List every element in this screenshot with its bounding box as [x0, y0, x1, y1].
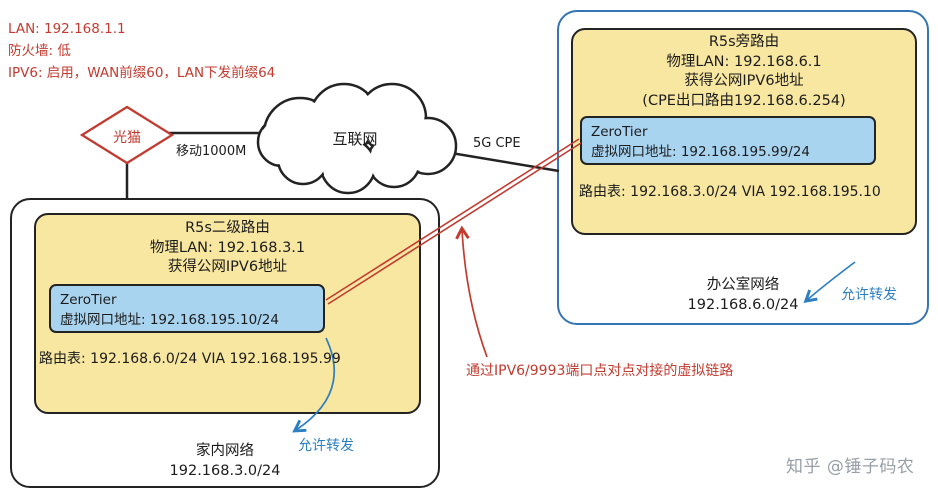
virtual-link-pointer-arrow: [455, 225, 488, 358]
home-router-title: R5s二级路由: [185, 220, 270, 236]
office-router-lan: 物理LAN: 192.168.6.1: [666, 53, 822, 70]
modem-config-note: LAN: 192.168.1.1 防火墙: 低 IPV6: 启用，WAN前缀60…: [8, 18, 275, 84]
home-network-name: 家内网络: [196, 443, 254, 459]
mobile-link-label: 移动1000M: [176, 144, 247, 159]
home-zerotier-box: ZeroTier 虚拟网口地址: 192.168.195.10/24: [49, 284, 325, 333]
home-zerotier-address: 虚拟网口地址: 192.168.195.10/24: [60, 312, 279, 328]
internet-label: 互联网: [332, 130, 378, 148]
office-network-cidr: 192.168.6.0/24: [687, 297, 799, 313]
office-zerotier-box: ZeroTier 虚拟网口地址: 192.168.195.99/24: [580, 116, 876, 165]
office-network-block: 办公室网络 192.168.6.0/24: [557, 275, 929, 315]
modem-config-line-1: LAN: 192.168.1.1: [8, 21, 126, 37]
home-router-lan: 物理LAN: 192.168.3.1: [149, 239, 306, 256]
office-router-heading: R5s旁路由 物理LAN: 192.168.6.1 获得公网IPV6地址 (CP…: [571, 33, 917, 111]
home-network-block: 家内网络 192.168.3.0/24: [10, 441, 440, 481]
watermark: 知乎 @锤子码农: [786, 457, 915, 477]
home-zerotier-title: ZeroTier: [60, 292, 117, 308]
modem-config-line-2: 防火墙: 低: [8, 43, 71, 59]
office-router-ipv6: 获得公网IPV6地址: [684, 73, 804, 89]
modem-label: 光猫: [113, 130, 141, 146]
cpe-link-label: 5G CPE: [473, 136, 521, 151]
home-forward-label: 允许转发: [298, 438, 354, 454]
home-router-ipv6: 获得公网IPV6地址: [167, 259, 288, 275]
office-route-table: 路由表: 192.168.3.0/24 VIA 192.168.195.10: [579, 184, 881, 200]
virtual-link-note: 通过IPV6/9993端口点对点对接的虚拟链路: [466, 363, 734, 379]
home-route-table: 路由表: 192.168.6.0/24 VIA 192.168.195.99: [39, 351, 341, 367]
office-zerotier-address: 虚拟网口地址: 192.168.195.99/24: [591, 144, 810, 160]
office-zerotier-title: ZeroTier: [591, 124, 648, 140]
office-network-name: 办公室网络: [706, 277, 780, 293]
home-router-heading: R5s二级路由 物理LAN: 192.168.3.1 获得公网IPV6地址: [34, 219, 421, 278]
cpe-link-line: [444, 150, 560, 173]
office-router-title: R5s旁路由: [708, 34, 780, 50]
modem-config-line-3: IPV6: 启用，WAN前缀60，LAN下发前缀64: [8, 65, 276, 81]
home-network-cidr: 192.168.3.0/24: [169, 463, 281, 479]
office-router-cpe-route: (CPE出口路由192.168.6.254): [642, 92, 846, 109]
